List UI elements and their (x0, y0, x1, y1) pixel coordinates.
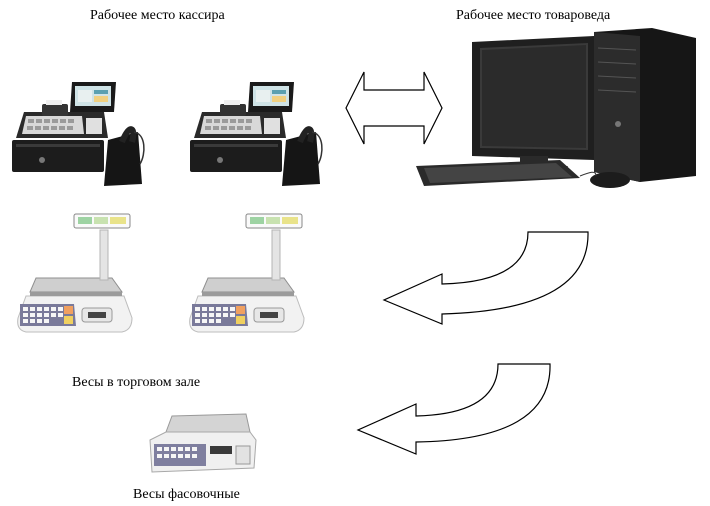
curved-arrow (382, 231, 589, 325)
merchandiser-workplace-label: Рабочее место товароведа (456, 8, 611, 23)
curved-arrow (356, 363, 551, 455)
cashier-workplace-label: Рабочее место кассира (90, 8, 225, 23)
packing-scales-label: Весы фасовочные (133, 487, 240, 502)
pos-terminal-icon (190, 82, 322, 186)
hall-scales-label: Весы в торговом зале (72, 375, 201, 390)
label-scale-icon (189, 213, 305, 333)
packing-scale-icon (149, 413, 257, 473)
label-scale-icon (17, 213, 133, 333)
desktop-computer-icon (416, 28, 696, 188)
two-way-arrow (345, 71, 443, 145)
pos-terminal-icon (12, 82, 144, 186)
